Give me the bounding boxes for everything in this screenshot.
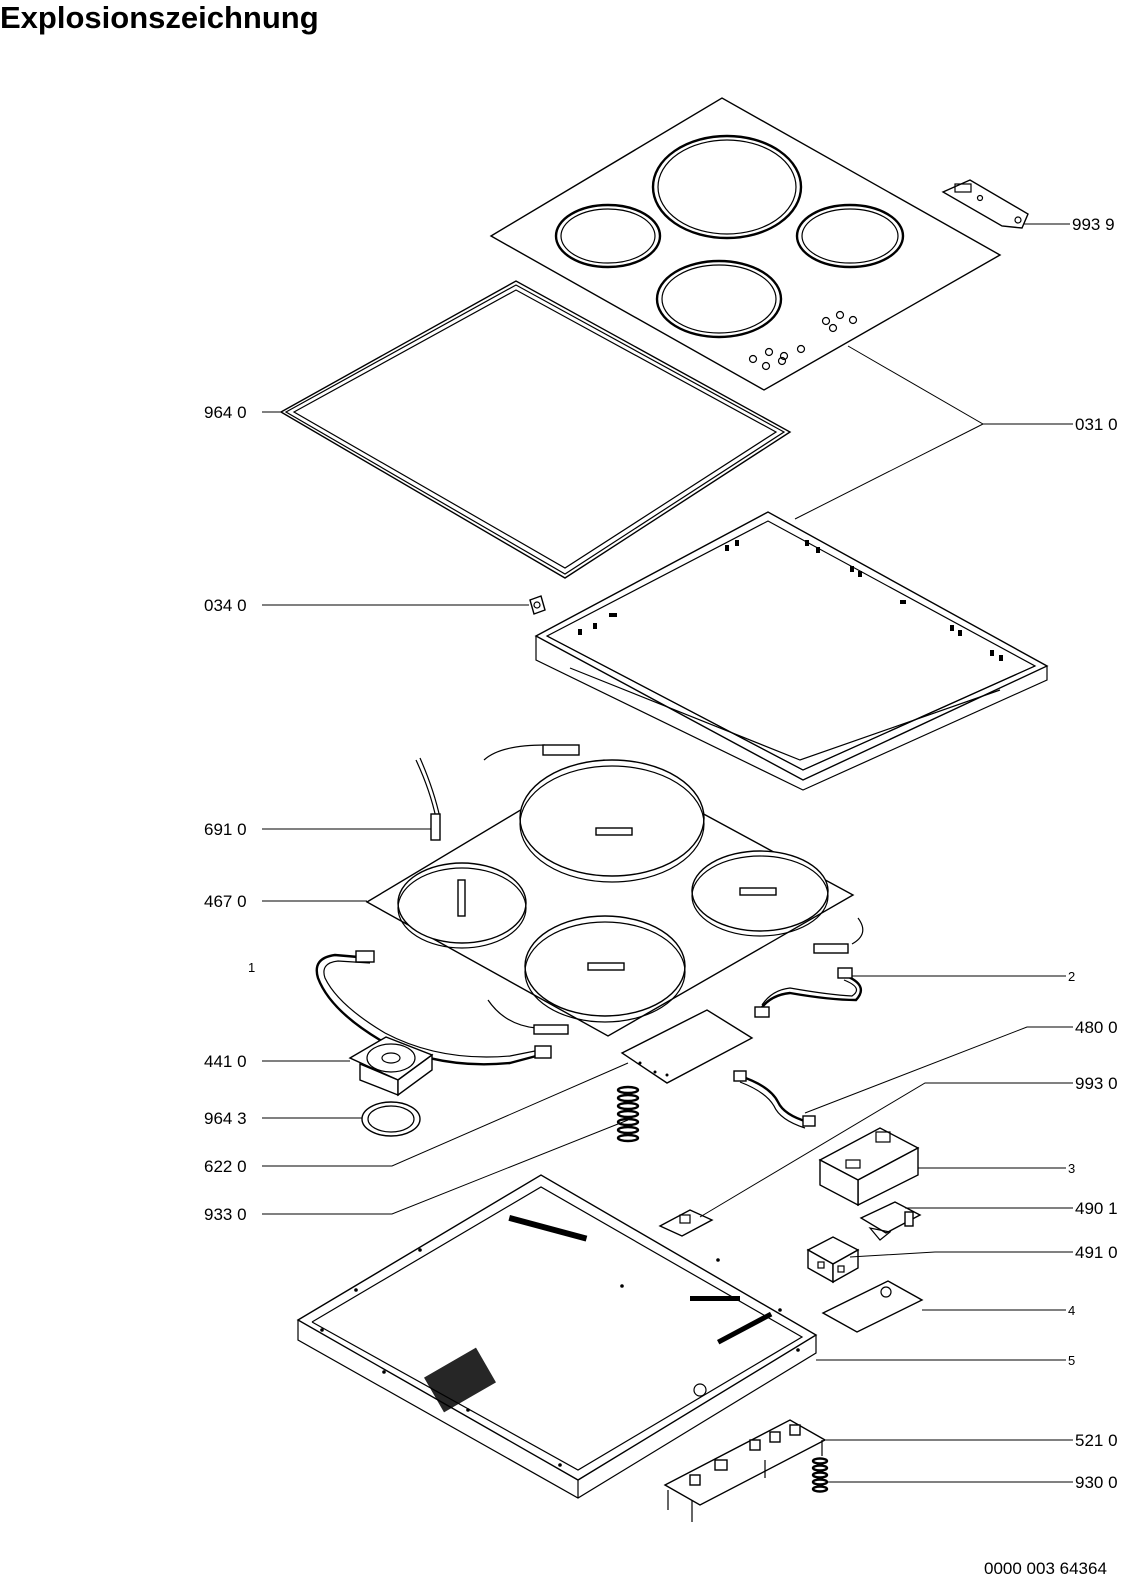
control-bracket [818,1127,920,1207]
callout-9939: 993 9 [1072,215,1115,234]
fixing-bracket-bottom [658,1209,714,1237]
callout-9640: 964 0 [204,403,247,422]
bottom-housing [296,1174,818,1499]
spring [616,1085,640,1143]
callout-0310: 031 0 [1075,415,1118,434]
terminal-block [806,1236,860,1284]
cable-harness-left [315,950,552,1066]
fixing-clip [529,595,546,615]
cooktop-frame [534,511,1049,791]
ribbon-cable [733,1070,816,1129]
callout-9643: 964 3 [204,1109,247,1128]
callout-9300: 930 0 [1075,1473,1118,1492]
callout-4800: 480 0 [1075,1018,1118,1037]
cooling-fan [348,1036,434,1097]
temperature-sensor-wire [415,744,580,841]
rotary-switch [859,1201,922,1241]
callout-4670: 467 0 [204,892,247,911]
callout-0340: 034 0 [204,596,247,615]
callout-6910: 691 0 [204,820,247,839]
callout-6220: 622 0 [204,1157,247,1176]
callout-9330: 933 0 [204,1205,247,1224]
heating-element-plate [365,759,864,1037]
callout-5: 5 [1068,1353,1075,1368]
mounting-clip-top [941,179,1029,229]
callout-9930: 993 0 [1075,1074,1118,1093]
callout-4910: 491 0 [1075,1243,1118,1262]
callout-2: 2 [1068,969,1075,984]
cable-harness-right [754,967,863,1018]
leader-lines [262,223,1073,1483]
callout-labels: 993 9 964 0 031 0 034 0 691 0 467 0 1 2 … [204,215,1118,1492]
callout-1: 1 [248,960,255,975]
sensor-circuit-board [620,1009,754,1084]
callout-4901: 490 1 [1075,1199,1118,1218]
power-circuit-board [821,1280,924,1333]
callout-3: 3 [1068,1161,1075,1176]
glass-ceramic-top [489,97,1002,391]
callout-5210: 521 0 [1075,1431,1118,1450]
callout-4: 4 [1068,1303,1075,1318]
control-electronics-board [663,1419,827,1522]
fan-ring-seal [361,1101,421,1137]
frame-seal [279,280,792,579]
document-number: 0000 003 64364 [984,1559,1107,1578]
callout-4410: 441 0 [204,1052,247,1071]
board-spring [811,1457,829,1493]
diagram-title: Explosionszeichnung [0,0,319,35]
